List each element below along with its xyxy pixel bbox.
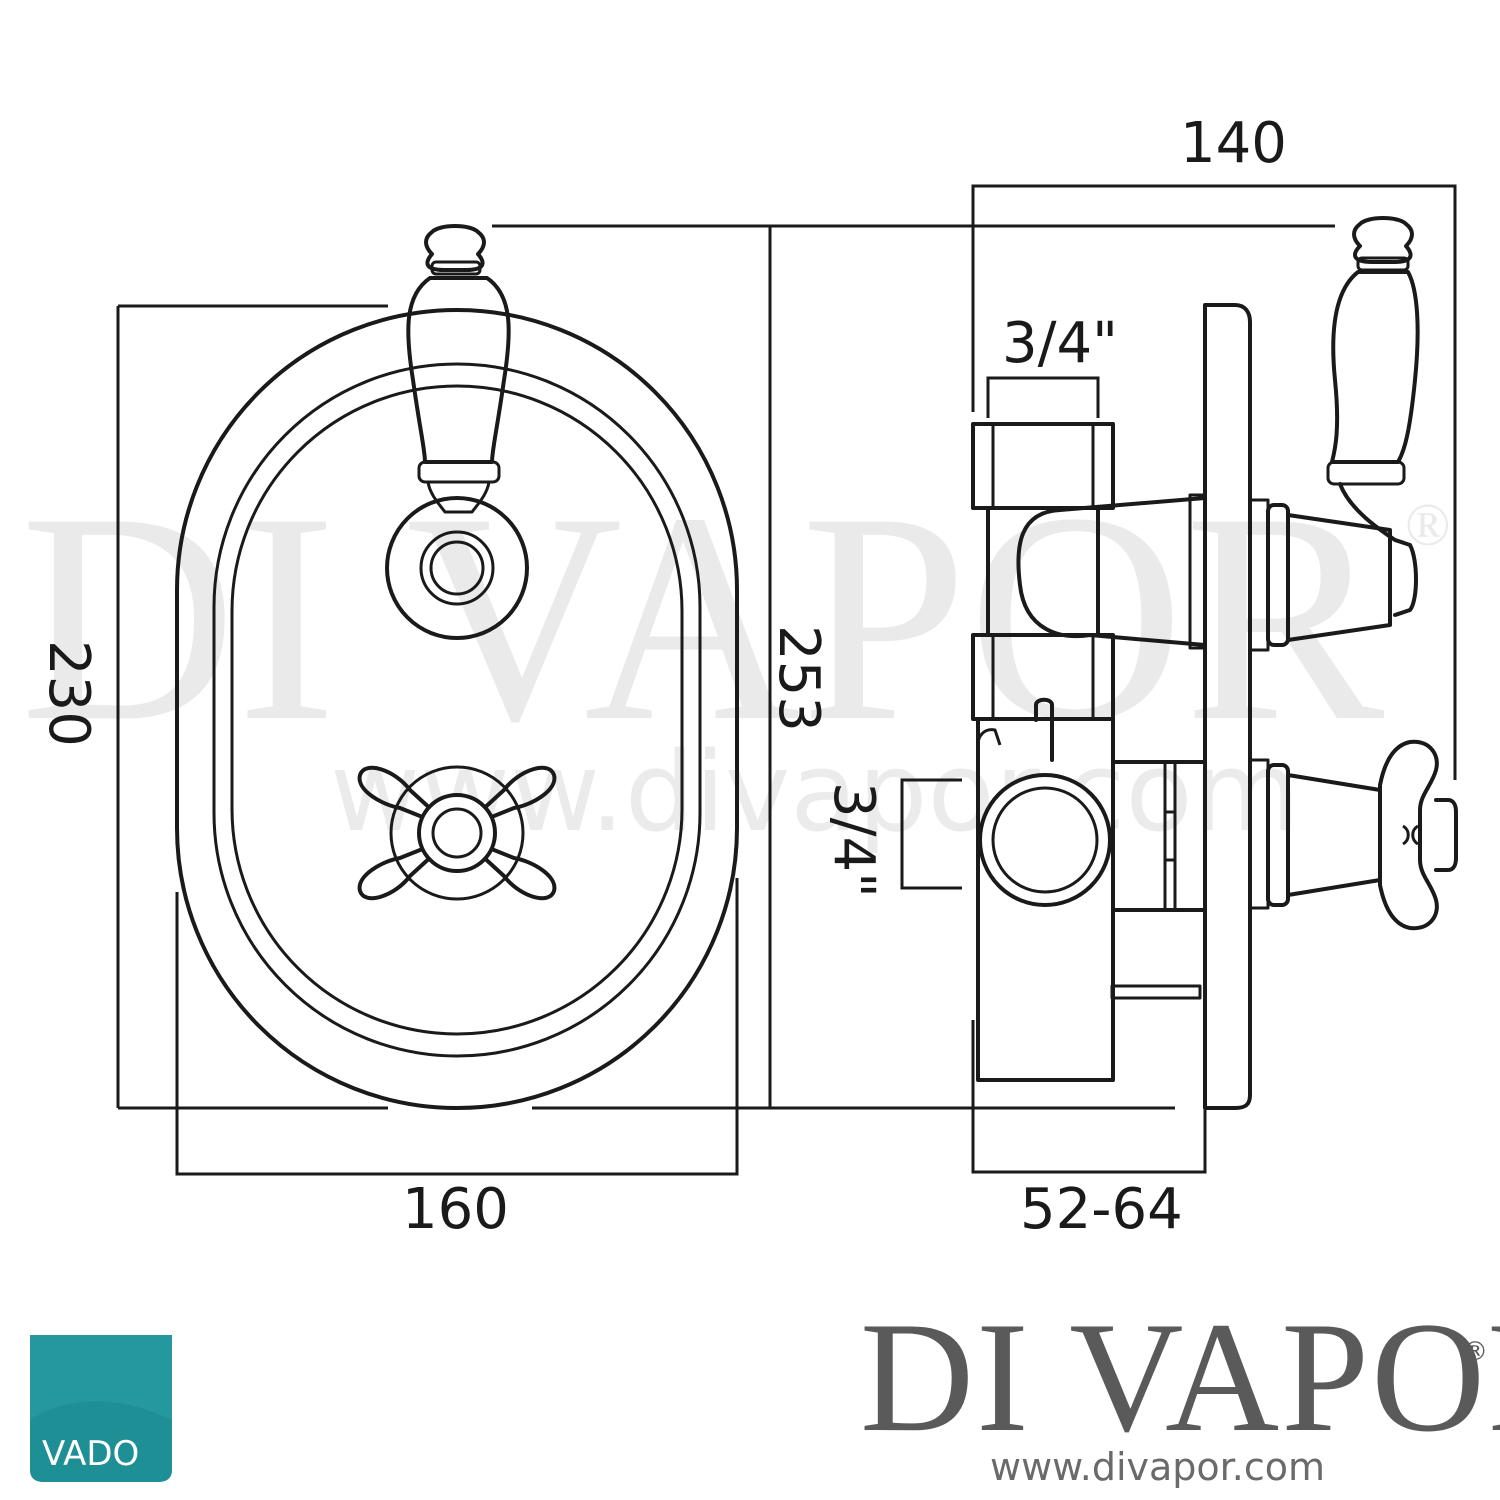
cross-arm-top-left [357, 765, 459, 835]
label-230: 230 [36, 640, 101, 747]
front-outer-plate [175, 308, 739, 1110]
side-cross-arms [1378, 739, 1439, 931]
lever-handle [406, 224, 511, 514]
side-lever-knob [1352, 216, 1414, 264]
lower-body-lip [976, 728, 1002, 746]
side-lever-handle [1248, 216, 1420, 652]
side-dimensions [900, 184, 1457, 1174]
side-inlet-outer [978, 773, 1112, 907]
brand-registered: ® [1462, 1337, 1488, 1367]
thermo-block [1111, 760, 1207, 912]
label-160: 160 [402, 1177, 509, 1242]
cross-hub-center [431, 807, 483, 859]
body-column-upper [986, 506, 1100, 637]
cross-arm-bottom-right [455, 831, 557, 901]
upper-control-rosette [385, 496, 529, 640]
lever-body [406, 276, 511, 464]
lever-knob-top [424, 224, 486, 272]
side-lever-body [1330, 270, 1420, 464]
lever-neck [426, 481, 491, 514]
lower-base-plate [1110, 984, 1202, 1000]
side-lever-flange [1248, 498, 1270, 652]
dim-52-64-line [971, 1020, 1207, 1174]
divapor-brand: DI VAPOR ® www.divapor.com [860, 1290, 1500, 1489]
upper-control-center [429, 540, 485, 596]
middle-nut-facets [991, 635, 1095, 719]
front-inner-panel [230, 384, 684, 1036]
label-253: 253 [766, 625, 831, 732]
dim-inlet-side-bracket [900, 778, 962, 890]
side-cross-indicator [1402, 824, 1419, 846]
vado-logo-highlight [30, 1335, 172, 1420]
cross-hub [417, 793, 497, 873]
side-lever-collar-bottom [1326, 460, 1406, 486]
label-inlet-top: 3/4" [1002, 311, 1118, 376]
watermark: DI VAPOR ® www.divapor.com [20, 451, 1451, 856]
front-view [175, 224, 739, 1110]
diverter-cartridge [1016, 496, 1207, 647]
front-dimensions [116, 224, 1335, 1176]
side-view [971, 216, 1458, 1110]
dimension-labels: 140 3/4" 160 52-64 230 253 3/4" [36, 111, 1287, 1242]
cross-arm-bottom-left [357, 831, 459, 901]
brand-website: www.divapor.com [990, 1445, 1325, 1489]
lever-collar-top [430, 260, 482, 276]
top-inlet-nut [971, 422, 1115, 510]
dim-160-line [175, 878, 739, 1176]
label-inlet-side: 3/4" [821, 782, 886, 898]
cross-arm-top-right [455, 765, 557, 835]
side-cross-cap [1434, 798, 1458, 872]
vado-logo: VADO [30, 1335, 172, 1482]
lower-spindle [1034, 697, 1054, 762]
dim-inlet-top-bracket [986, 376, 1100, 418]
side-wall-plate [1203, 303, 1252, 1110]
side-lever-neck [1338, 482, 1418, 617]
thermo-block-ribs [1163, 762, 1177, 910]
lever-collar-bottom [417, 460, 501, 484]
top-inlet-nut-facets [991, 424, 1095, 508]
cross-rosette [389, 765, 525, 901]
side-cross-shroud [1286, 773, 1382, 897]
side-lever-shroud [1286, 513, 1392, 642]
label-140: 140 [1180, 111, 1287, 176]
vado-logo-text: VADO [42, 1434, 139, 1474]
cross-handle-front [357, 765, 557, 901]
side-inlet-inner [991, 786, 1099, 894]
diverter-flange [1188, 493, 1207, 650]
side-cross-handle [1248, 739, 1458, 931]
label-52-64: 52-64 [1020, 1177, 1183, 1242]
brand-name: DI VAPOR [860, 1290, 1500, 1465]
front-middle-ring [212, 362, 702, 1058]
dim-140-line [971, 184, 1457, 780]
upper-control-ring [419, 530, 495, 606]
watermark-brand: DI VAPOR [20, 451, 1386, 783]
